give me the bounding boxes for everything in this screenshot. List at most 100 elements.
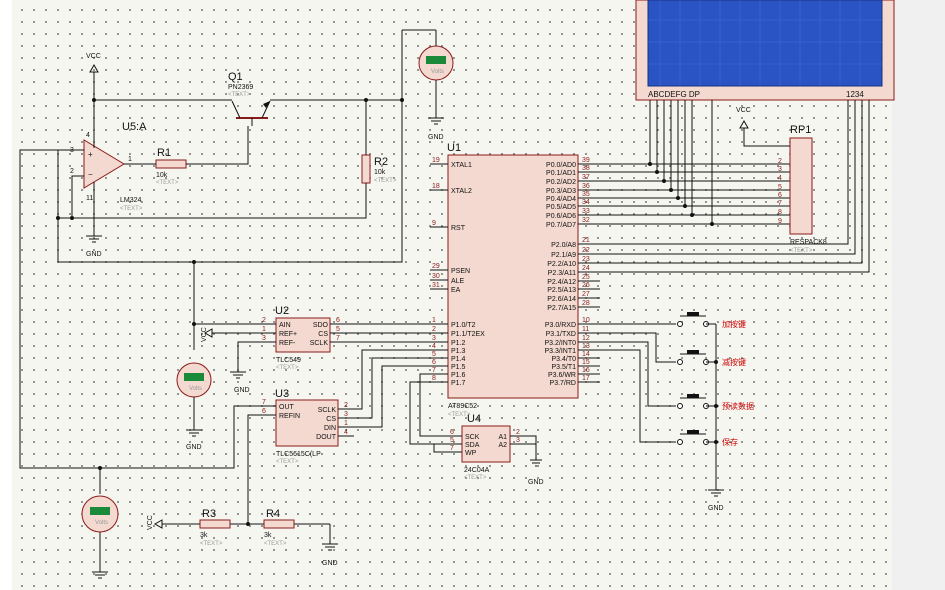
u1-pin-number: 37 (582, 174, 590, 181)
r4-ref: R4 (266, 508, 280, 520)
u1-pin-number: 7 (432, 367, 436, 374)
button-add-label: 加按键 (722, 319, 746, 329)
resistor-r4[interactable]: R4 3k <TEXT> (263, 508, 295, 547)
u1-pin-number: 14 (582, 351, 590, 358)
rp1-pin-number: 9 (778, 218, 782, 225)
u1-pin-name: P2.2/A10 (547, 261, 576, 268)
u1-pin-name: RST (451, 225, 466, 232)
u1-pin-name: P2.1/A9 (551, 252, 576, 259)
u1-pin-number: 38 (582, 165, 590, 172)
voltmeter-bottom[interactable]: Volts (81, 495, 119, 579)
u1-pin-number: 15 (582, 359, 590, 366)
u1-pin-name: P3.1/TXD (546, 331, 576, 338)
u1-pin-number: 12 (582, 335, 590, 342)
u1-pin-number: 34 (582, 199, 590, 206)
rp1-pin-number: 3 (778, 166, 782, 173)
u4-pin-number: 3 (516, 437, 520, 444)
u3-dac[interactable]: U3 TLC5615C(LP <TEXT> 7OUT6REFIN2SCLK3CS… (260, 388, 354, 465)
u3-pin-number: 1 (344, 420, 348, 427)
u1-pin-number: 1 (432, 317, 436, 324)
u1-pin-number: 18 (432, 183, 440, 190)
voltmeter-middle[interactable]: Volts GND (176, 362, 212, 451)
u1-pin-number: 23 (582, 256, 590, 263)
u2-pin-number: 2 (262, 317, 266, 324)
button-save[interactable]: 保存 (677, 430, 739, 447)
u1-text-placeholder: <TEXT> (448, 412, 471, 418)
opamp-pin2: 2 (70, 168, 74, 175)
opamp-pin-vcc: 4 (86, 132, 90, 139)
opamp-wiring (57, 29, 424, 263)
button-add[interactable]: 加按键 (677, 312, 747, 329)
lcd-display[interactable]: ABCDEFG DP 1234 (635, 0, 895, 101)
u1-pin-name: P2.5/A13 (547, 287, 576, 294)
u1-pin-name: P3.7/RD (550, 380, 576, 387)
u3-pin-name: SCLK (318, 407, 337, 414)
resistor-r3[interactable]: R3 3k <TEXT> (199, 508, 231, 547)
rp1-pin-number: 8 (778, 209, 782, 216)
button-preread-data[interactable]: 预读数据 (677, 394, 755, 411)
r4-gnd-label: GND (322, 560, 338, 567)
u2-input-wiring (193, 262, 260, 379)
button-subtract-label: 减按键 (722, 357, 746, 367)
u1-pin-name: P3.5/T1 (551, 364, 576, 371)
u1-pin-name: PSEN (451, 268, 470, 275)
u1-pin-number: 32 (582, 217, 590, 224)
u1-pin-number: 17 (582, 375, 590, 382)
rp1-ref: RP1 (790, 124, 811, 136)
opamp-u5a[interactable]: + − U5:A LM324 <TEXT> 3 2 1 4 11 (70, 121, 147, 212)
u1-pin-name: XTAL2 (451, 188, 472, 195)
u2-ref: U2 (275, 305, 289, 317)
u1-pin-number: 28 (582, 300, 590, 307)
right-margin (892, 0, 945, 590)
u1-pin-number: 11 (582, 326, 589, 333)
u2-pin-number: 1 (262, 326, 266, 333)
r3-vcc-symbol: VCC (147, 515, 163, 530)
u1-pin-number: 9 (432, 220, 436, 227)
svg-text:+: + (88, 150, 93, 159)
resistor-r2[interactable]: R2 10k <TEXT> (361, 154, 397, 184)
u1-microcontroller[interactable]: U1 AT89C52 <TEXT> 19XTAL118XTAL29RST29PS… (430, 142, 600, 418)
transistor-q1[interactable]: Q1 PN2369 <TEXT> (228, 71, 271, 126)
opamp-text-placeholder: <TEXT> (120, 206, 143, 212)
r2-ref: R2 (374, 156, 388, 168)
u1-pin-number: 13 (582, 343, 590, 350)
u2-pin-name: SCLK (310, 340, 329, 347)
u1-pin-number: 19 (432, 157, 440, 164)
u1-pin-name: P0.6/AD6 (546, 213, 576, 220)
u4-pin-name: SCK (465, 434, 480, 441)
u4-pin-name: WP (465, 450, 477, 457)
button-subtract[interactable]: 减按键 (677, 350, 747, 367)
rp1-pin-number: 5 (778, 184, 782, 191)
voltmeter-middle-label: Volts (189, 386, 202, 392)
u1-pin-name: EA (451, 287, 461, 294)
u2-pin-number: 5 (336, 326, 340, 333)
resistor-r1[interactable]: R1 10k <TEXT> (155, 147, 187, 186)
u1-pin-number: 21 (582, 237, 590, 244)
r1-text-placeholder: <TEXT> (156, 180, 179, 186)
u2-pin-name: SDO (313, 322, 329, 329)
u1-pin-number: 36 (582, 183, 590, 190)
u2-pin-number: 7 (336, 335, 340, 342)
u2-pin-number: 6 (336, 317, 340, 324)
u2-adc[interactable]: U2 TLC549 <TEXT> 2AIN1REF+3REF-6SDO5CS7S… (260, 305, 346, 371)
opamp-gnd-symbol: GND (86, 182, 102, 258)
ground-buttons (708, 489, 724, 497)
voltmeter-top[interactable]: Volts GND (418, 30, 454, 141)
u3-pin-number: 2 (344, 402, 348, 409)
u1-pin-name: P0.1/AD1 (546, 170, 576, 177)
u1-pin-name: XTAL1 (451, 162, 472, 169)
u1-pin-name: P3.0/RXD (545, 322, 576, 329)
u1-pin-name: P0.3/AD3 (546, 188, 576, 195)
voltmeter-middle-gnd-label: GND (186, 444, 202, 451)
u3-pin-number: 6 (262, 408, 266, 415)
u1-pin-number: 8 (432, 375, 436, 382)
u1-pin-name: P3.4/T0 (551, 356, 576, 363)
u3-pin-name: DOUT (316, 434, 337, 441)
u3-pin-number: 7 (262, 399, 266, 406)
u3-part: TLC5615C(LP (276, 451, 321, 458)
r4-text-placeholder: <TEXT> (264, 541, 287, 547)
r3-ref: R3 (202, 508, 216, 520)
